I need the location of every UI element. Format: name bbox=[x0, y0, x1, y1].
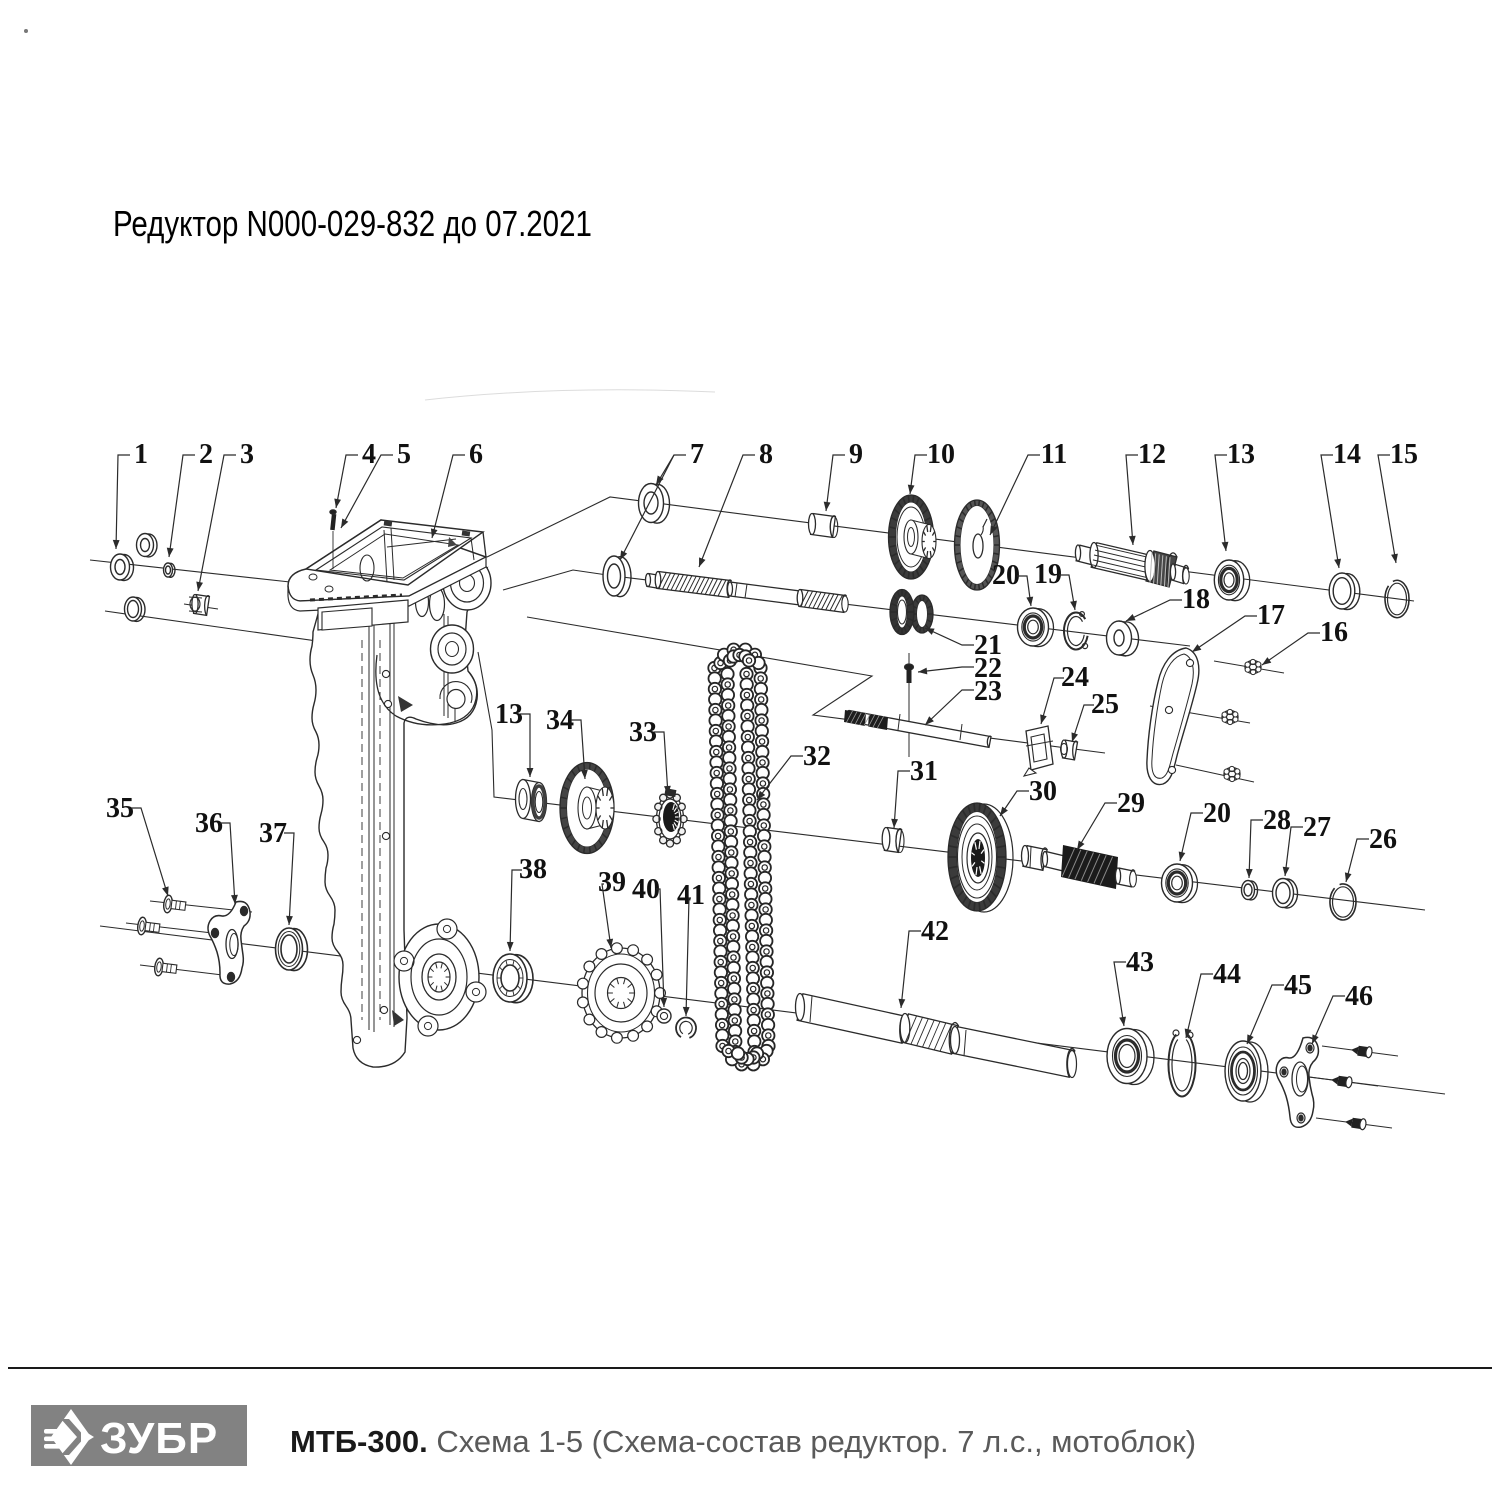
svg-text:16: 16 bbox=[1320, 617, 1348, 648]
svg-text:1: 1 bbox=[134, 439, 148, 470]
svg-text:14: 14 bbox=[1333, 439, 1361, 470]
svg-text:ЗУБР: ЗУБР bbox=[100, 1414, 218, 1463]
svg-text:13: 13 bbox=[495, 699, 523, 730]
svg-text:10: 10 bbox=[927, 439, 955, 470]
svg-text:20: 20 bbox=[1203, 798, 1231, 829]
svg-text:25: 25 bbox=[1091, 689, 1119, 720]
svg-text:34: 34 bbox=[546, 705, 574, 736]
svg-text:28: 28 bbox=[1263, 805, 1291, 836]
svg-text:35: 35 bbox=[106, 793, 134, 824]
svg-text:26: 26 bbox=[1369, 824, 1397, 855]
svg-text:21: 21 bbox=[974, 630, 1002, 661]
svg-text:7: 7 bbox=[690, 439, 704, 470]
svg-text:5: 5 bbox=[397, 439, 411, 470]
svg-text:27: 27 bbox=[1303, 812, 1331, 843]
svg-text:13: 13 bbox=[1227, 439, 1255, 470]
svg-text:32: 32 bbox=[803, 741, 831, 772]
svg-text:4: 4 bbox=[362, 439, 376, 470]
svg-text:38: 38 bbox=[519, 854, 547, 885]
svg-text:24: 24 bbox=[1061, 662, 1089, 693]
svg-text:8: 8 bbox=[759, 439, 773, 470]
svg-text:30: 30 bbox=[1029, 776, 1057, 807]
svg-text:15: 15 bbox=[1390, 439, 1418, 470]
svg-text:39: 39 bbox=[598, 867, 626, 898]
svg-text:18: 18 bbox=[1182, 584, 1210, 615]
svg-text:2: 2 bbox=[199, 439, 213, 470]
svg-text:22: 22 bbox=[974, 653, 1002, 684]
svg-text:36: 36 bbox=[195, 808, 223, 839]
svg-text:45: 45 bbox=[1284, 970, 1312, 1001]
svg-text:20: 20 bbox=[992, 560, 1020, 591]
svg-text:41: 41 bbox=[677, 880, 705, 911]
svg-text:46: 46 bbox=[1345, 981, 1373, 1012]
svg-text:40: 40 bbox=[632, 874, 660, 905]
svg-text:33: 33 bbox=[629, 717, 657, 748]
svg-text:37: 37 bbox=[259, 818, 287, 849]
svg-text:6: 6 bbox=[469, 439, 483, 470]
svg-text:17: 17 bbox=[1257, 600, 1285, 631]
svg-text:3: 3 bbox=[240, 439, 254, 470]
svg-text:42: 42 bbox=[921, 916, 949, 947]
svg-text:43: 43 bbox=[1126, 947, 1154, 978]
svg-text:31: 31 bbox=[910, 756, 938, 787]
svg-text:9: 9 bbox=[849, 439, 863, 470]
svg-text:12: 12 bbox=[1138, 439, 1166, 470]
svg-text:19: 19 bbox=[1034, 559, 1062, 590]
svg-text:29: 29 bbox=[1117, 788, 1145, 819]
svg-text:11: 11 bbox=[1041, 439, 1067, 470]
svg-text:Редуктор N000-029-832 до 07.20: Редуктор N000-029-832 до 07.2021 bbox=[113, 203, 592, 243]
svg-text:44: 44 bbox=[1213, 959, 1241, 990]
svg-text:23: 23 bbox=[974, 676, 1002, 707]
